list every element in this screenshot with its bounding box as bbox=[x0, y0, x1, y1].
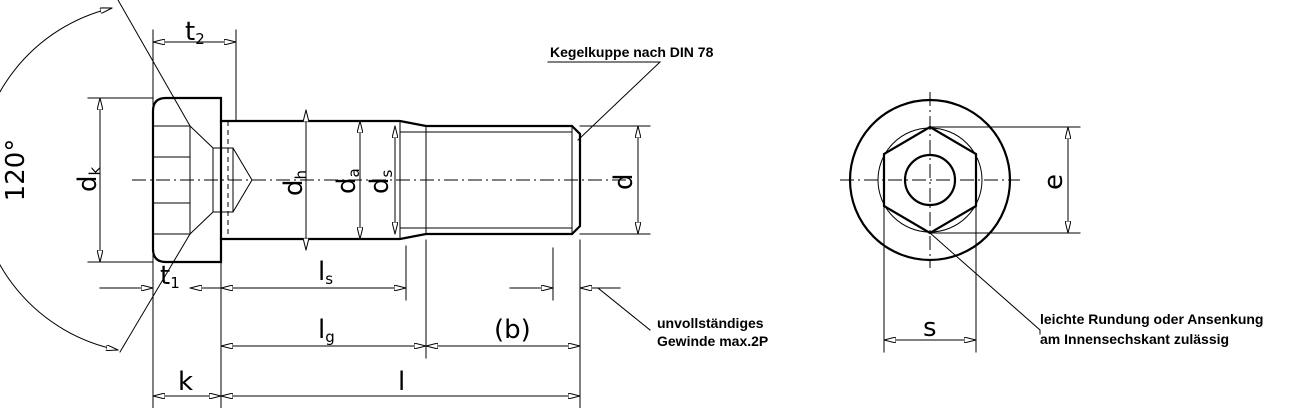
t1-label: t1 bbox=[160, 261, 180, 292]
lg-label: lg bbox=[318, 315, 335, 346]
dk-label: dk bbox=[73, 166, 104, 192]
e-label: e bbox=[1039, 174, 1069, 190]
l-label: l bbox=[398, 367, 405, 397]
b-label: (b) bbox=[494, 315, 531, 345]
note-rundung-2: am Innensechskant zulässig bbox=[1040, 331, 1229, 347]
dimension-labels: 120° t2 dk dh da ds d t1 ls lg (b) k l e… bbox=[1, 17, 1069, 397]
screw-top-view bbox=[840, 92, 1020, 268]
t2-label: t2 bbox=[185, 17, 205, 48]
s-label: s bbox=[923, 313, 937, 343]
dh-label: dh bbox=[279, 170, 310, 196]
dimension-lines bbox=[0, 0, 662, 396]
note-kegelkuppe: Kegelkuppe nach DIN 78 bbox=[550, 44, 714, 60]
d-label: d bbox=[609, 173, 639, 190]
top-view-dimensions bbox=[883, 126, 1081, 353]
ls-label: ls bbox=[318, 257, 333, 288]
shank-outline bbox=[219, 119, 582, 241]
da-label: da bbox=[332, 168, 363, 194]
extension-lines bbox=[87, 29, 651, 408]
note-unvollstaendig-2: Gewinde max.2P bbox=[657, 333, 768, 349]
socket-faces bbox=[152, 125, 191, 235]
ds-label: ds bbox=[365, 169, 396, 194]
note-unvollstaendig-1: unvollständiges bbox=[657, 315, 764, 331]
angle-label: 120° bbox=[1, 139, 31, 202]
k-label: k bbox=[178, 367, 193, 397]
notes: Kegelkuppe nach DIN 78 unvollständiges G… bbox=[550, 44, 1264, 349]
note-rundung-1: leichte Rundung oder Ansenkung bbox=[1040, 311, 1264, 327]
